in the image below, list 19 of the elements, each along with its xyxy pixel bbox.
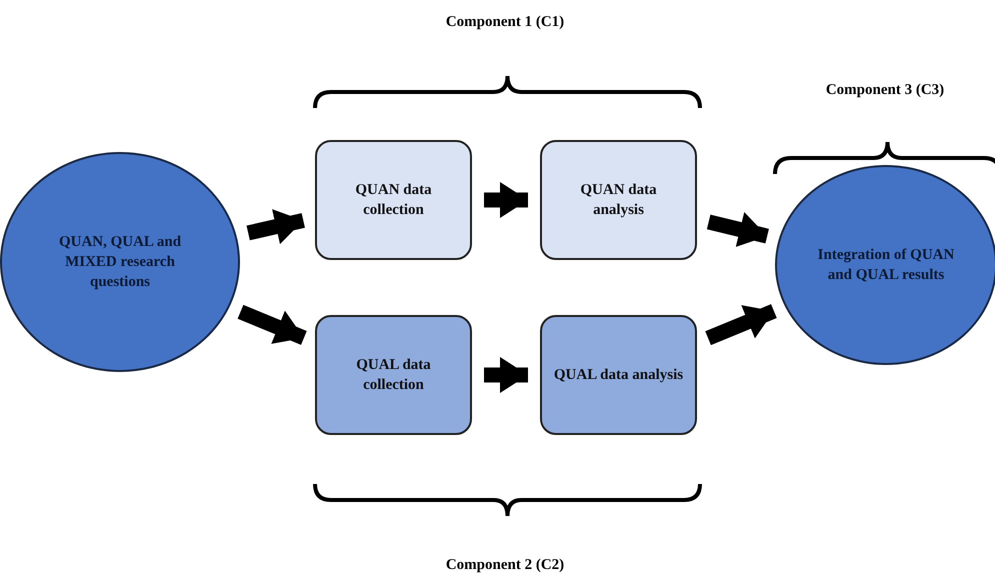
node-text: QUAL data analysis — [554, 366, 684, 385]
process-box — [540, 140, 697, 260]
block-arrow — [705, 304, 777, 346]
component-label: Component 3 (C3) — [826, 82, 944, 99]
block-arrow — [706, 212, 769, 247]
block-arrow — [238, 304, 307, 345]
node-text: QUAN data analysis — [579, 180, 658, 220]
process-box — [315, 315, 472, 435]
process-box — [315, 140, 472, 260]
component-label: Component 1 (C1) — [446, 14, 564, 31]
process-box — [540, 315, 697, 435]
node-text: QUAN, QUAL and MIXED research questions — [58, 232, 182, 292]
block-arrow — [484, 182, 528, 218]
block-arrow — [246, 209, 305, 244]
block-arrow — [484, 357, 528, 393]
component-label: Component 2 (C2) — [446, 557, 564, 574]
node-text: Integration of QUAN and QUAL results — [816, 246, 956, 285]
node-text: QUAN data collection — [354, 180, 433, 220]
node-text: QUAL data collection — [355, 356, 432, 395]
